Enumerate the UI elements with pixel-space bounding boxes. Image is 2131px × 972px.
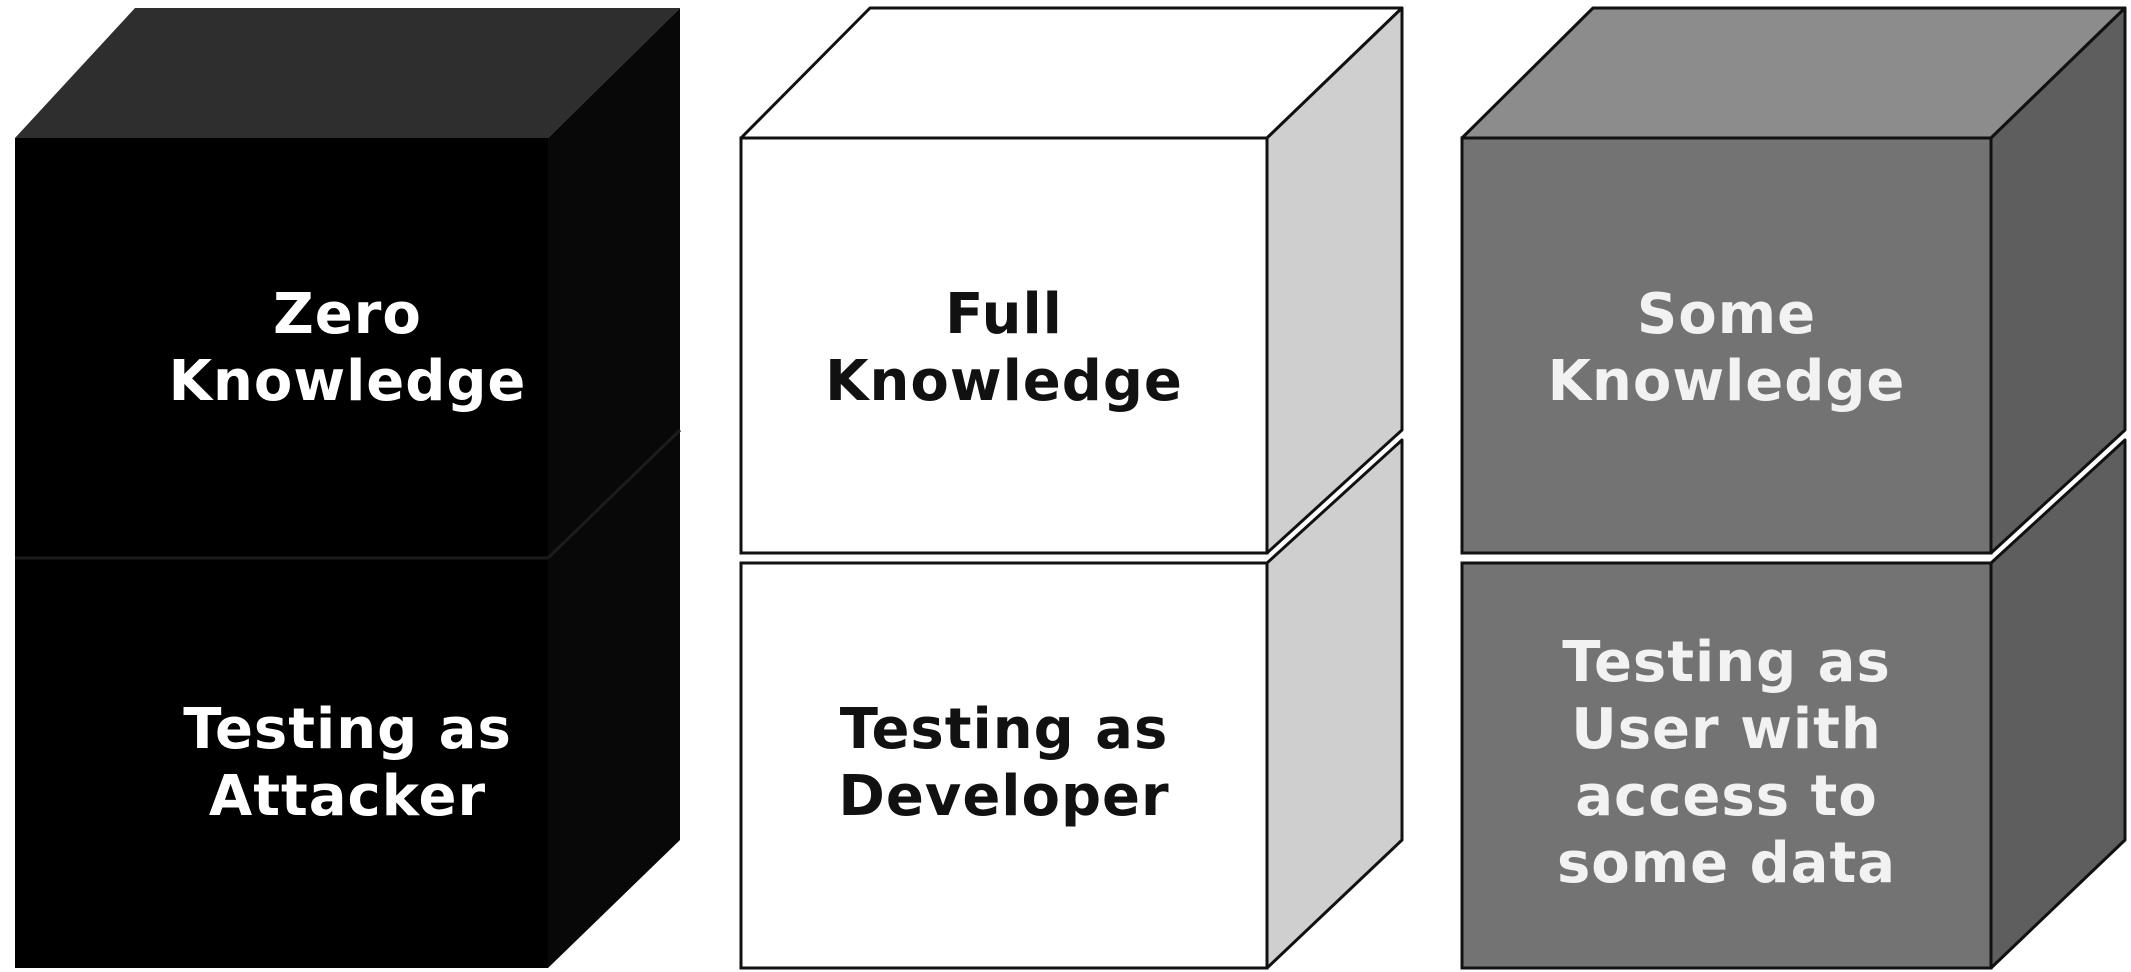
black-upper-side-face xyxy=(548,8,680,558)
zero-knowledge-label: Zero Knowledge xyxy=(168,281,527,414)
gray-stack xyxy=(1460,6,2127,970)
black-side-divider xyxy=(546,428,682,560)
some-knowledge-label: Some Knowledge xyxy=(1547,281,1906,414)
gray-upper-front-face xyxy=(1460,136,1993,555)
black-lower-side-face xyxy=(548,430,680,968)
black-stack xyxy=(15,8,682,968)
testing-as-user-label: Testing as User with access to some data xyxy=(1556,629,1897,897)
white-upper-front-face xyxy=(739,136,1269,555)
white-lower-front-face xyxy=(739,561,1269,970)
black-upper-top-face xyxy=(15,8,680,138)
full-knowledge-label: Full Knowledge xyxy=(825,281,1183,414)
white-stack xyxy=(739,6,1404,970)
black-upper-front-face xyxy=(15,138,548,558)
black-lower-front-face xyxy=(15,558,548,968)
testing-as-developer-label: Testing as Developer xyxy=(838,696,1170,829)
testing-as-attacker-label: Testing as Attacker xyxy=(183,696,512,829)
gray-lower-front-face xyxy=(1460,561,1993,970)
